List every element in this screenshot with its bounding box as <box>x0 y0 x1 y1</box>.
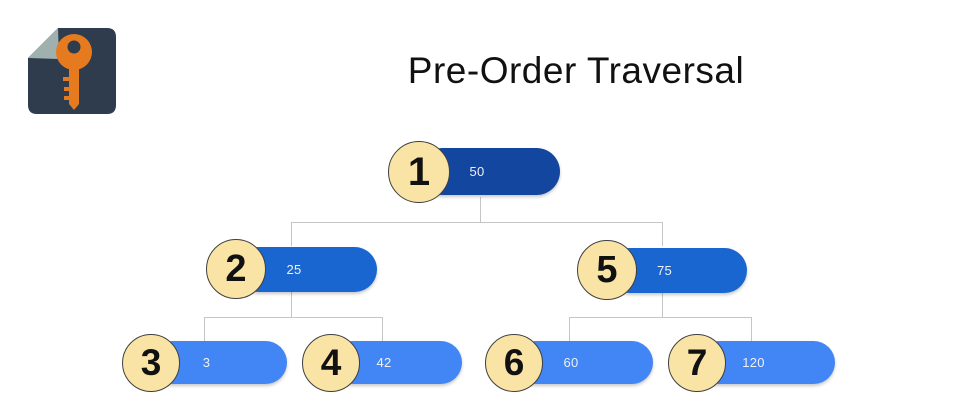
connector-line <box>382 317 383 343</box>
connector-line <box>291 222 662 223</box>
key-icon <box>28 28 116 114</box>
traversal-order-badge: 2 <box>206 239 266 299</box>
connector-line <box>291 222 292 246</box>
node-value: 60 <box>563 355 579 370</box>
traversal-order-badge: 7 <box>668 334 726 392</box>
tree-node-25: 25 2 <box>206 239 377 299</box>
connector-line <box>480 197 481 222</box>
node-value: 50 <box>469 164 485 179</box>
tree-node-60: 60 6 <box>485 334 653 392</box>
connector-line <box>662 291 663 317</box>
app-logo <box>26 26 118 116</box>
tree-node-42: 42 4 <box>302 334 462 392</box>
node-value: 3 <box>202 355 211 370</box>
page-title: Pre-Order Traversal <box>407 50 745 91</box>
connector-line <box>291 291 292 317</box>
tree-node-120: 120 7 <box>668 334 835 392</box>
connector-line <box>204 317 205 343</box>
traversal-order-badge: 5 <box>577 240 637 300</box>
traversal-order-badge: 1 <box>388 141 450 203</box>
tree-node-75: 75 5 <box>577 240 747 300</box>
connector-line <box>204 317 382 318</box>
node-value: 25 <box>286 262 302 277</box>
traversal-order-badge: 6 <box>485 334 543 392</box>
connector-line <box>751 317 752 343</box>
tree-node-50: 50 1 <box>388 141 560 203</box>
traversal-order-badge: 4 <box>302 334 360 392</box>
traversal-order-badge: 3 <box>122 334 180 392</box>
node-value: 42 <box>376 355 392 370</box>
connector-line <box>569 317 570 343</box>
node-value: 75 <box>656 263 673 278</box>
connector-line <box>662 222 663 246</box>
tree-node-3: 3 3 <box>122 334 287 392</box>
connector-line <box>569 317 751 318</box>
node-value: 120 <box>742 355 765 370</box>
